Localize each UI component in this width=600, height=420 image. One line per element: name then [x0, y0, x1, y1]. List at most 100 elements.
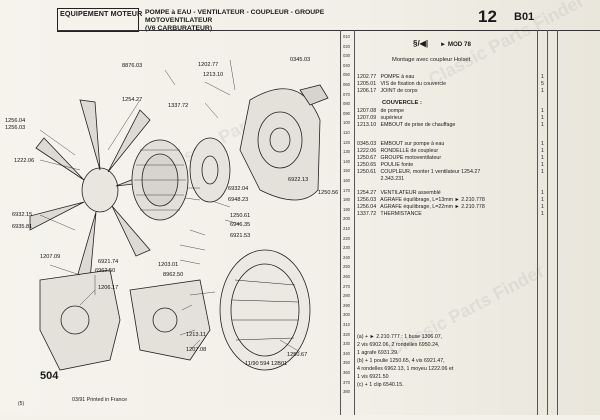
label-6935-81: 6935.81 — [12, 224, 33, 230]
note-line: (c) + 1 clip 6540.15. — [357, 382, 404, 388]
row-number: 040 — [343, 62, 350, 68]
motor-fan — [219, 249, 311, 371]
exploded-diagram — [29, 59, 329, 371]
label-8876-03: 8876.03 — [122, 63, 143, 69]
label-1213-11: 1213.11 — [186, 332, 206, 338]
label-1203-01: 1203.01 — [158, 262, 179, 268]
row-number: 230 — [343, 245, 350, 251]
part-row: 1254.27 VENTILATEUR assemblé — [357, 190, 441, 196]
row-number: 380 — [343, 389, 350, 395]
table-divider — [340, 30, 341, 415]
row-number: 080 — [343, 101, 350, 107]
part-desc: JOINT de corps — [379, 88, 418, 94]
row-number: 370 — [343, 379, 350, 385]
note-line: (a) + ► 2.210.777 : 1 buse 1306.07, — [357, 334, 443, 340]
label-6962-50: 6962.50 — [95, 268, 116, 274]
part-row: 1202.77 POMPE à eau — [357, 74, 414, 80]
part-qty: 5 — [541, 81, 544, 87]
part-ref: 0345.03 — [357, 141, 377, 147]
note-line: (b) + 1 poulie 1250.65, 4 vis 6921.47, — [357, 358, 445, 364]
part-qty: 1 — [541, 162, 544, 168]
label-6922-13: 6922.13 — [288, 177, 309, 183]
row-number: 070 — [343, 91, 350, 97]
part-desc: 2.343.231 — [379, 176, 405, 182]
part-row: 1205.01 VIS de fixation du couvercle — [357, 81, 446, 87]
note-line: 4 rondelles 6962.13, 1 moyeu 1222.06 et — [357, 366, 454, 372]
row-number: 210 — [343, 226, 350, 231]
part-desc: VIS de fixation du couvercle — [379, 81, 447, 87]
part-ref: 1222.06 — [357, 148, 377, 154]
label-1206-17: 1206.17 — [98, 285, 119, 291]
label-1250-56: 1250.56 — [318, 190, 339, 196]
table-divider — [537, 30, 538, 415]
part-qty: 1 — [541, 141, 544, 147]
part-row: 1250.61 COUPLEUR, monter 1 ventilateur 1… — [357, 169, 480, 175]
header-box — [57, 8, 139, 32]
label-1250-61: 1250.61 — [230, 213, 251, 219]
label-1256-03: 1256.03 — [5, 125, 26, 131]
row-number: 130 — [343, 149, 350, 155]
part-qty: 1 — [541, 155, 544, 161]
row-number: 010 — [343, 34, 350, 39]
row-number: 170 — [343, 187, 350, 193]
table-divider — [354, 30, 355, 415]
part-desc: POULIE fonte — [379, 162, 414, 168]
part-row: 1206.17 JOINT de corps — [357, 88, 417, 94]
row-number: 180 — [343, 197, 350, 203]
label-1337-72: 1337.72 — [168, 103, 189, 109]
part-row: 1207.08 de pompe — [357, 108, 404, 114]
label-8962-50: 8962.50 — [163, 272, 184, 278]
model-symbol: §/◀| — [413, 39, 429, 48]
part-desc: COUPLEUR, monter 1 ventilateur 1254.27 — [379, 169, 481, 175]
part-desc: EMBOUT de prise de chauffage — [379, 122, 456, 128]
part-row: 1256.03 AGRAFE équilibrage, L=13mm ► 2.2… — [357, 197, 485, 203]
row-number: 290 — [343, 302, 350, 308]
row-number: 350 — [343, 360, 350, 366]
row-number: 190 — [343, 206, 350, 212]
model-mark-text: MOD 78 — [447, 41, 471, 48]
row-number: 310 — [343, 322, 350, 327]
part-row: 0345.03 EMBOUT sur pompe à eau — [357, 141, 444, 147]
row-number: 320 — [343, 331, 350, 337]
part-ref: 1213.10 — [357, 122, 377, 128]
label-1202-77: 1202.77 — [198, 62, 219, 68]
row-number: 150 — [343, 168, 350, 174]
part-desc: GROUPE motoventilateur — [379, 155, 442, 161]
label-6932-15: 6932.15 — [12, 212, 33, 218]
section-title: EQUIPEMENT MOTEUR — [60, 9, 143, 18]
part-qty: 1 — [541, 122, 544, 128]
row-number: 270 — [343, 283, 350, 289]
row-number: 050 — [343, 72, 350, 78]
part-qty: 1 — [541, 115, 544, 121]
part-ref: 1337.72 — [357, 211, 377, 217]
row-number: 340 — [343, 350, 350, 356]
page-marker: 504 — [40, 370, 59, 382]
part-ref: 1206.17 — [357, 88, 377, 94]
part-row: 1337.72 THERMISTANCE — [357, 211, 422, 217]
section-couvercle: COUVERCLE : — [382, 100, 422, 106]
label-1207-08: 1207.08 — [186, 347, 207, 353]
row-number: 360 — [343, 370, 350, 375]
row-number: 250 — [343, 264, 350, 270]
part-desc: supérieur — [379, 115, 403, 121]
part-ref: 1254.27 — [357, 190, 377, 196]
label-1222-06: 1222.06 — [14, 158, 35, 164]
note-line: 1 vis 6921.50 — [357, 374, 389, 380]
label-6932-04: 6932.04 — [228, 186, 249, 192]
label-6946-35: 6946.35 — [230, 222, 251, 228]
part-row: 1250.65 POULIE fonte — [357, 162, 413, 168]
row-number: 240 — [343, 254, 350, 260]
part-ref: 1256.04 — [357, 204, 377, 210]
part-desc: AGRAFE équilibrage, L=13mm ► 2.210.778 — [379, 197, 485, 203]
table-divider — [547, 30, 548, 415]
part-row: 2.343.231 — [357, 176, 404, 182]
row-number: 140 — [343, 158, 350, 164]
row-number: 280 — [343, 293, 350, 299]
label-1254-27: 1254.27 — [122, 97, 143, 103]
part-ref: 1207.09 — [357, 115, 377, 121]
part-desc: THERMISTANCE — [379, 211, 422, 217]
thermostat-housing — [39, 269, 211, 371]
label-1250-67: 1250.67 — [287, 352, 308, 358]
part-ref: 1207.08 — [357, 108, 377, 114]
part-qty: 1 — [541, 88, 544, 94]
